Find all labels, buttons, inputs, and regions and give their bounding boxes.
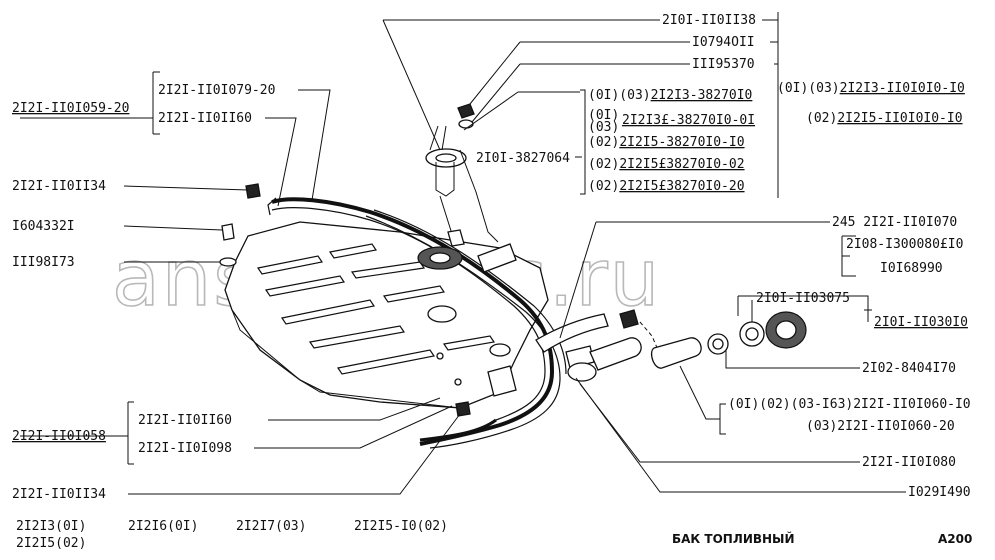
leader-lines xyxy=(20,12,906,495)
label-2121-11058: 2I2I-II0I058 xyxy=(12,429,106,444)
footer: 2I2I3(0I) 2I2I5(02) 2I2I6(0I) 2I2I7(03) … xyxy=(16,519,972,551)
label-245: 245 2I2I-II0I070 xyxy=(832,215,957,230)
label-16043321: I604332I xyxy=(12,219,75,234)
fasteners xyxy=(219,183,471,417)
part-labels: 2I0I-II0II38 I0794OII III95370 (0I)(03)2… xyxy=(12,13,971,502)
label-21215-11010-10: (02)2I2I5-II0I0I0-I0 xyxy=(806,111,963,126)
label-2101-1103010: 2I0I-II030I0 xyxy=(874,315,968,330)
label-1195370: III95370 xyxy=(692,57,755,72)
label-2121-1060-10: (0I)(02)(03-I63)2I2I-II0I060-I0 xyxy=(728,397,971,412)
label-21213-38270-10: (0I)(03)2I2I3-38270I0 xyxy=(588,88,752,103)
label-2121-11059-20: 2I2I-II0I059-20 xyxy=(12,101,129,116)
label-2121-1060-20: (03)2I2I-II0I060-20 xyxy=(806,419,955,434)
label-21215-38270-10: (02)2I2I5-38270I0-I0 xyxy=(588,135,745,150)
label-21213-11010-10: (0I)(03)2I2I3-II0I0I0-I0 xyxy=(777,81,965,96)
label-2121-110160-bot: 2I2I-II0II60 xyxy=(138,413,232,428)
diagram-title: БАК ТОПЛИВНЫЙ xyxy=(672,531,795,546)
label-2121-1101080: 2I2I-II0I080 xyxy=(862,455,956,470)
label-2108: 2I08-I300080£I0 xyxy=(846,237,963,252)
filler-components xyxy=(535,309,807,382)
label-1079401: I0794OII xyxy=(692,35,755,50)
label-2121-110134-top: 2I2I-II0II34 xyxy=(12,179,106,194)
diagram-code: A200 xyxy=(938,532,972,546)
label-2121-101098: 2I2I-II0I098 xyxy=(138,441,232,456)
model-21217: 2I2I7(03) xyxy=(236,519,306,534)
label-21215-38270-02: (02)2I2I5£38270I0-02 xyxy=(588,157,745,172)
label-10291490: I029I490 xyxy=(908,485,971,500)
model-21215: 2I2I5(02) xyxy=(16,536,86,551)
label-2101-3827064: 2I0I-3827064 xyxy=(476,151,570,166)
label-01-prefix: (0I) xyxy=(588,108,619,123)
label-2121-110134-bot: 2I2I-II0II34 xyxy=(12,487,106,502)
label-21215-38270-20: (02)2I2I5£38270I0-20 xyxy=(588,179,745,194)
label-2102-8404170: 2I02-8404I70 xyxy=(862,361,956,376)
label-2101-1103075: 2I0I-II03075 xyxy=(756,291,850,306)
fuel-level-sender xyxy=(425,103,517,273)
label-2121-110160-top: 2I2I-II0II60 xyxy=(158,111,252,126)
label-10168990: I0I68990 xyxy=(880,261,943,276)
model-21215-10: 2I2I5-I0(02) xyxy=(354,519,448,534)
model-21213: 2I2I3(0I) xyxy=(16,519,86,534)
label-1119873: III98I73 xyxy=(12,255,75,270)
label-21213-38270-01: 2I2I3£-38270I0-0I xyxy=(622,113,755,128)
label-03-prefix: (03) xyxy=(588,120,619,135)
label-2101-110138: 2I0I-II0II38 xyxy=(662,13,756,28)
model-21216: 2I2I6(0I) xyxy=(128,519,198,534)
label-2121-1079-20: 2I2I-II0I079-20 xyxy=(158,83,275,98)
